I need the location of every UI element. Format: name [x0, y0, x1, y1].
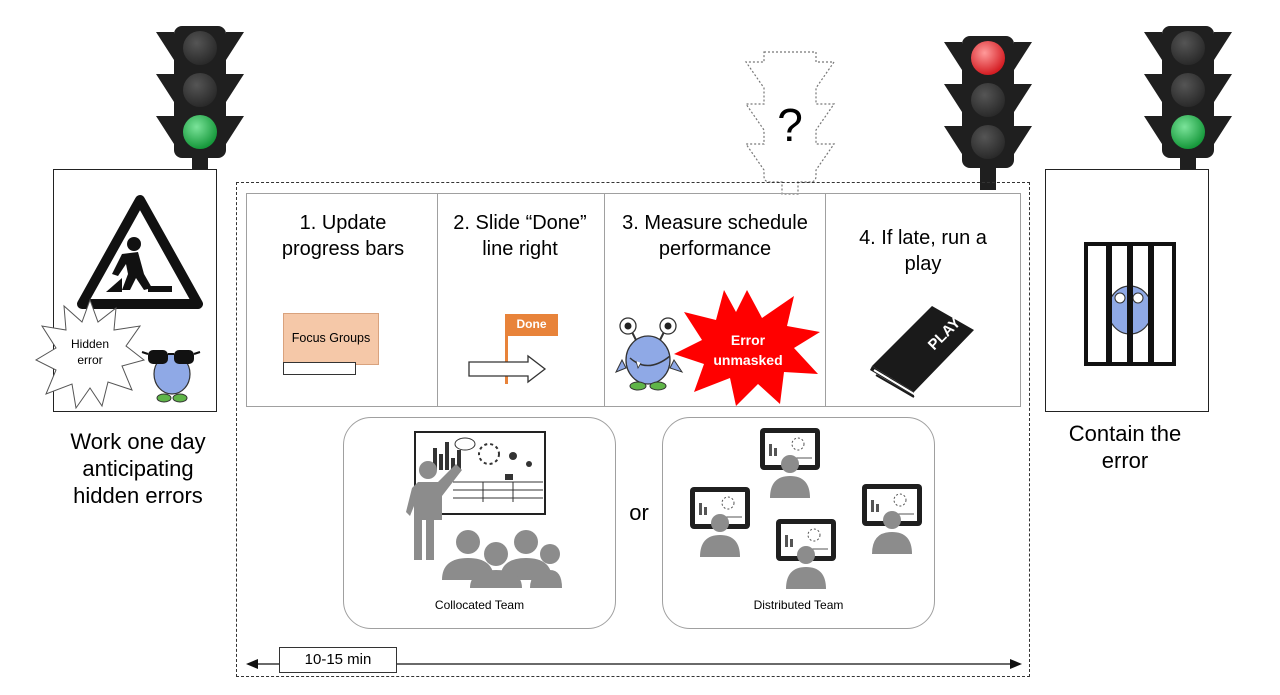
audience-icon — [442, 530, 562, 588]
error-burst-icon — [674, 290, 820, 406]
remote-worker-icon — [689, 486, 751, 558]
done-line — [505, 336, 508, 384]
remote-worker-icon — [775, 518, 837, 590]
done-flag — [505, 314, 558, 336]
dashed-frame — [236, 182, 1030, 677]
light-green — [1171, 115, 1205, 149]
distributed-team-panel — [662, 417, 935, 629]
distributed-team-label: Distributed Team — [753, 598, 844, 612]
construction-sign-icon — [77, 195, 203, 309]
book-icon — [870, 306, 974, 398]
duration-label: 10-15 min — [304, 651, 372, 668]
hidden-error-burst-icon — [34, 298, 146, 410]
duration-box — [279, 647, 397, 673]
light-green — [183, 115, 217, 149]
step-2-label: 2. Slide “Done” line right — [453, 212, 587, 260]
question-mark: ? — [777, 99, 803, 151]
remote-worker-icon — [861, 483, 923, 555]
step-divider — [437, 193, 438, 407]
traffic-light-question — [744, 51, 836, 195]
light-off — [971, 83, 1005, 117]
hidden-error-text: Hidden error — [70, 337, 110, 367]
right-arrow-icon — [468, 354, 547, 384]
light-off — [1171, 73, 1205, 107]
focus-groups-card — [283, 313, 379, 365]
traffic-light-green-left — [156, 26, 244, 180]
remote-worker-icon — [759, 427, 821, 499]
light-off — [971, 125, 1005, 159]
step-4-label: 4. If late, run a play — [859, 227, 987, 275]
light-red — [971, 41, 1005, 75]
collocated-team-label: Collocated Team — [434, 598, 525, 612]
step-3-label: 3. Measure schedule performance — [622, 212, 808, 260]
collocated-team-panel — [343, 417, 616, 629]
monster-icon — [614, 317, 684, 391]
progress-bar — [283, 362, 356, 375]
step-divider — [825, 193, 826, 407]
done-label: Done — [516, 317, 547, 331]
steps-box — [246, 193, 1021, 407]
left-caption: Work one day anticipating hidden errors — [70, 429, 206, 508]
light-off — [1171, 31, 1205, 65]
traffic-light-green-right — [1144, 26, 1232, 180]
error-unmasked-text: Error unmasked — [713, 332, 783, 368]
presenter-icon — [406, 461, 462, 560]
monster-sunglasses-icon — [141, 350, 201, 403]
focus-groups-label: Focus Groups — [291, 331, 371, 345]
traffic-light-red — [944, 36, 1032, 190]
step-1-label: 1. Update progress bars — [281, 212, 405, 260]
light-off — [183, 31, 217, 65]
light-off — [183, 73, 217, 107]
step-divider — [604, 193, 605, 407]
jailed-monster-icon — [1084, 242, 1176, 366]
right-caption: Contain the error — [1068, 421, 1182, 473]
or-label: or — [629, 500, 649, 525]
